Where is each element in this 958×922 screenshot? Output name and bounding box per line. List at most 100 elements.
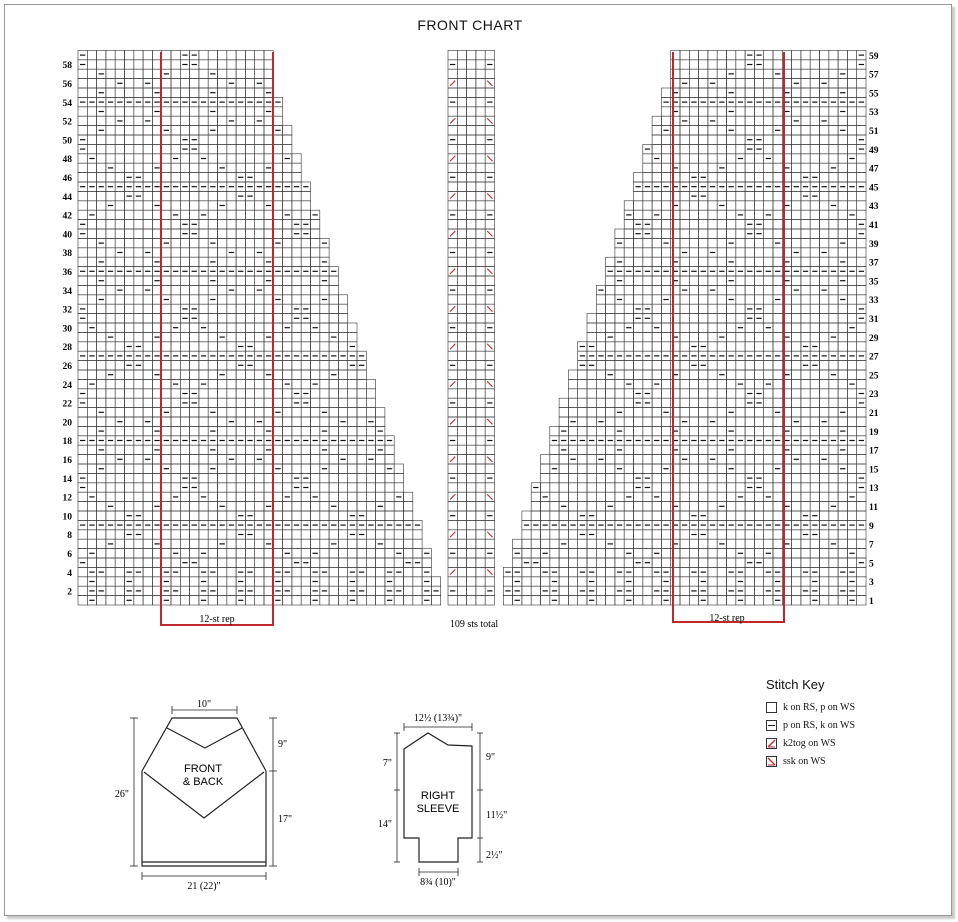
sleeve-cap-left: 7": [383, 758, 392, 769]
body-length: 26": [115, 789, 129, 800]
row-number-label: 14: [63, 475, 73, 485]
row-number-label: 7: [869, 541, 874, 551]
row-number-label: 47: [869, 165, 879, 175]
row-number-label: 41: [869, 221, 879, 231]
key-item-label: ssk on WS: [783, 755, 826, 767]
row-number-label: 16: [63, 456, 73, 466]
row-number-label: 37: [869, 259, 879, 269]
row-number-label: 32: [63, 306, 73, 316]
row-number-label: 11: [869, 503, 878, 513]
left-repeat-label: 12-st rep: [199, 614, 234, 625]
body-label-2: & BACK: [183, 776, 224, 788]
key-item-purl: p on RS, k on WS: [766, 716, 936, 734]
row-number-label: 49: [869, 146, 879, 156]
row-number-label: 29: [869, 334, 879, 344]
key-item-k2tog: k2tog on WS: [766, 734, 936, 752]
row-number-label: 44: [63, 193, 73, 203]
body-width: 21 (22)": [187, 881, 220, 892]
row-number-label: 22: [63, 400, 73, 410]
repeat-bracket: [160, 52, 274, 626]
row-number-label: 4: [67, 569, 72, 579]
row-number-label: 21: [869, 409, 879, 419]
row-number-label: 42: [63, 212, 73, 222]
row-number-label: 3: [869, 578, 874, 588]
row-number-label: 54: [63, 99, 73, 109]
row-number-label: 30: [63, 324, 73, 334]
row-number-label: 2: [67, 588, 72, 598]
body-yoke-depth: 9": [278, 739, 287, 750]
right-chart-grid: [502, 50, 867, 606]
body-front-v: [143, 771, 265, 819]
sleeve-schematic: [394, 723, 483, 876]
sleeve-cuff-width: 8¾ (10)": [420, 877, 456, 888]
left-chart-grid: [77, 50, 441, 606]
row-numbers: 5856545250484644424038363432302826242220…: [63, 52, 879, 607]
row-number-label: 40: [63, 230, 73, 240]
row-number-label: 46: [63, 174, 73, 184]
row-number-label: 23: [869, 390, 879, 400]
sleeve-left-length: 14": [378, 819, 392, 830]
row-number-label: 28: [63, 343, 73, 353]
sleeve-outline: [403, 732, 473, 863]
row-number-label: 24: [63, 381, 73, 391]
row-number-label: 58: [63, 61, 73, 71]
total-stitches-label: 109 sts total: [450, 619, 499, 630]
row-number-label: 12: [63, 494, 73, 504]
body-neck-width: 10": [197, 699, 211, 710]
row-number-label: 55: [869, 89, 879, 99]
body-schematic: [130, 706, 277, 880]
row-number-label: 33: [869, 296, 879, 306]
sleeve-top-width: 12½ (13¾)": [414, 713, 462, 724]
row-number-label: 48: [63, 155, 73, 165]
knit-symbol-icon: [766, 701, 777, 713]
row-number-label: 35: [869, 277, 879, 287]
key-item-knit: k on RS, p on WS: [766, 698, 936, 716]
row-number-label: 31: [869, 315, 879, 325]
row-number-label: 8: [67, 531, 72, 541]
k2tog-symbol-icon: [766, 737, 777, 749]
row-number-label: 25: [869, 371, 879, 381]
body-depth: 17": [278, 814, 292, 825]
row-number-label: 56: [63, 80, 73, 90]
ssk-symbol-icon: [766, 755, 777, 767]
row-number-label: 10: [63, 512, 73, 522]
row-number-label: 45: [869, 183, 879, 193]
body-outline: [141, 717, 267, 867]
body-label-1: FRONT: [184, 763, 222, 775]
row-number-label: 19: [869, 428, 879, 438]
row-number-label: 13: [869, 484, 879, 494]
row-number-label: 57: [869, 71, 879, 81]
center-panel-grid: [447, 50, 495, 606]
row-number-label: 26: [63, 362, 73, 372]
key-item-ssk: ssk on WS: [766, 752, 936, 770]
stitch-key-title: Stitch Key: [766, 677, 825, 692]
row-number-label: 50: [63, 136, 73, 146]
row-number-label: 59: [869, 52, 879, 62]
right-repeat-label: 12-st rep: [709, 613, 744, 624]
row-number-label: 15: [869, 465, 879, 475]
row-number-label: 53: [869, 108, 879, 118]
row-number-label: 1: [869, 597, 874, 607]
key-item-label: k2tog on WS: [783, 737, 836, 749]
sleeve-label-1: RIGHT: [421, 790, 456, 802]
row-number-label: 51: [869, 127, 879, 137]
key-item-label: p on RS, k on WS: [783, 719, 856, 731]
page-title: FRONT CHART: [417, 17, 523, 33]
row-number-label: 5: [869, 559, 874, 569]
row-number-label: 39: [869, 240, 879, 250]
stitch-key: Stitch Key k on RS, p on WS p on RS, k o…: [766, 677, 936, 770]
row-number-label: 27: [869, 353, 879, 363]
row-number-label: 34: [63, 287, 73, 297]
row-number-label: 20: [63, 418, 73, 428]
sleeve-cap-right: 9": [486, 752, 495, 763]
sleeve-cuff-depth: 2½": [486, 850, 503, 861]
row-number-label: 43: [869, 202, 879, 212]
row-number-label: 52: [63, 118, 73, 128]
row-number-label: 18: [63, 437, 73, 447]
sleeve-mid-length: 11½": [486, 810, 507, 821]
row-number-label: 6: [67, 550, 72, 560]
row-number-label: 9: [869, 522, 874, 532]
body-neckline: [166, 727, 243, 749]
key-item-label: k on RS, p on WS: [783, 701, 856, 713]
